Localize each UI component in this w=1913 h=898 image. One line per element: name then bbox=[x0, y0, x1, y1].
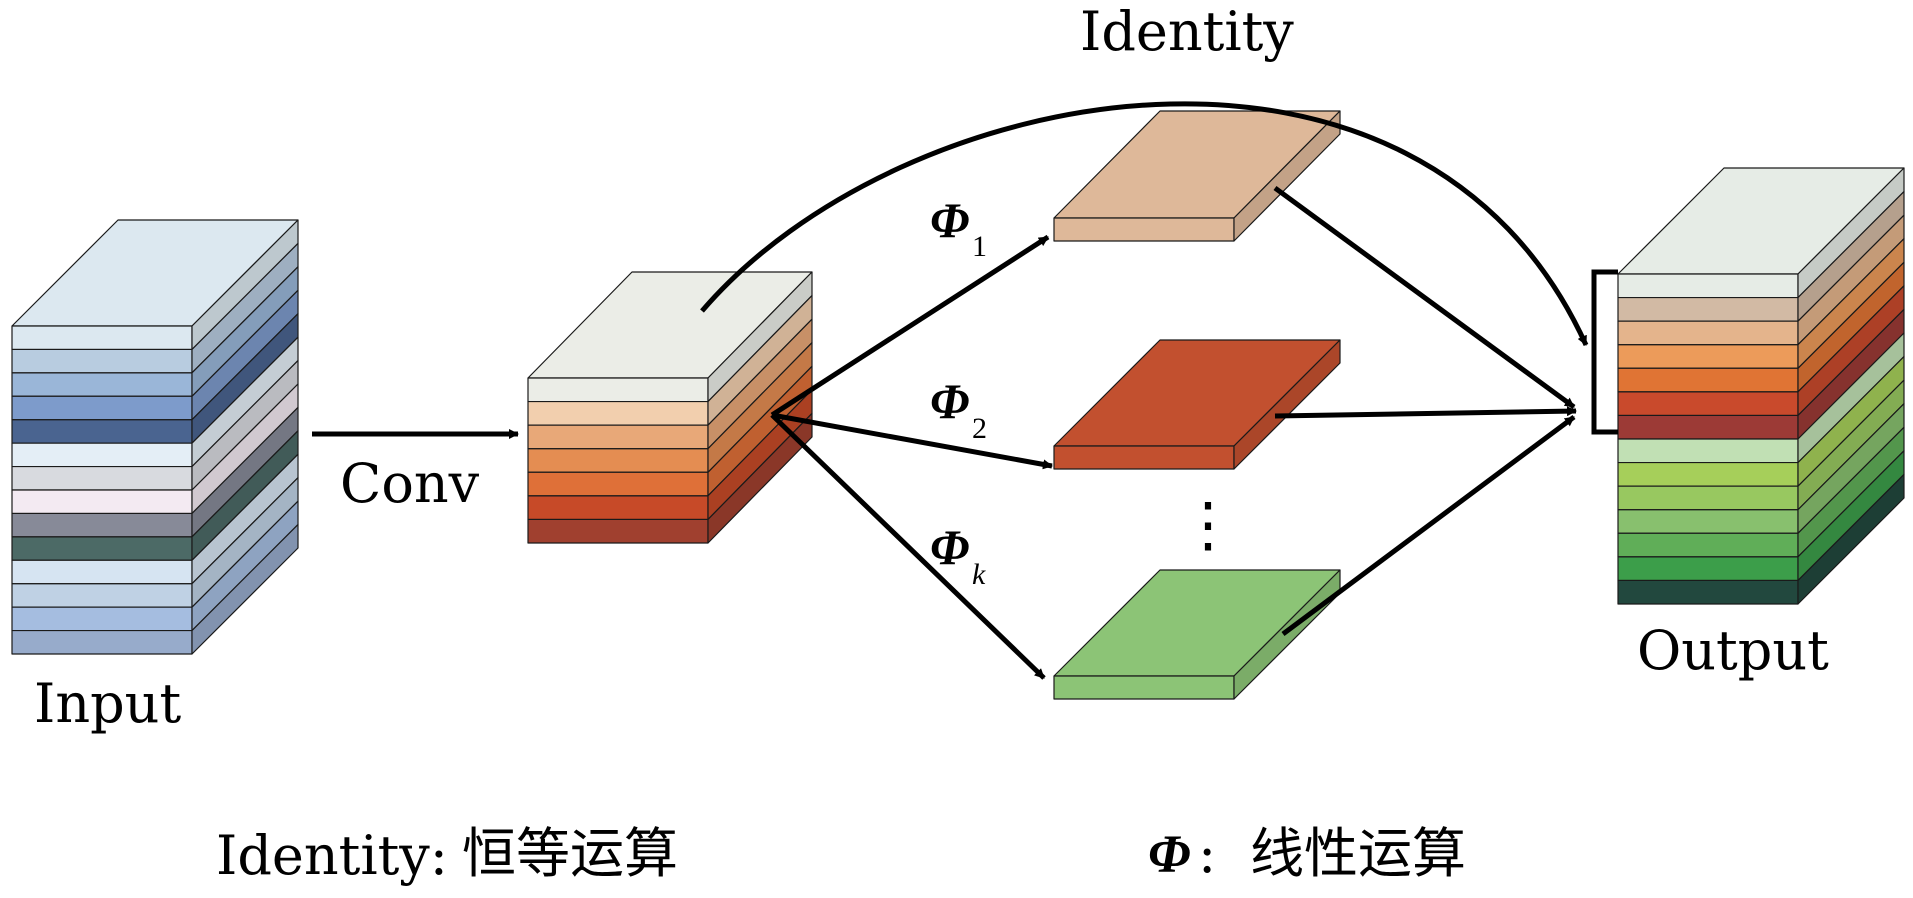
phi1-map-side-face bbox=[1233, 110, 1341, 242]
phi1-label: Φ 1 bbox=[930, 192, 987, 263]
output-feature-block bbox=[1617, 167, 1905, 605]
legend-identity-desc: 恒等运算 bbox=[462, 822, 678, 885]
phi1-arrow bbox=[770, 234, 1050, 418]
input-layer-front bbox=[11, 583, 193, 608]
intrinsic-feature-block bbox=[527, 271, 813, 544]
intrinsic-layer-front bbox=[527, 448, 709, 473]
input-layer-front bbox=[11, 559, 193, 585]
output-layer-front bbox=[1617, 532, 1799, 558]
input-layer-side bbox=[191, 523, 299, 655]
input-layer-front bbox=[11, 442, 193, 468]
output-layer-front bbox=[1617, 391, 1799, 417]
phi2-symbol: Φ bbox=[930, 373, 969, 429]
output-layer-front bbox=[1617, 367, 1799, 393]
output-layer-front bbox=[1617, 414, 1799, 440]
legend: Identity: 恒等运算 Φ : 线性运算 bbox=[216, 822, 1466, 887]
phik-label: Φ k bbox=[930, 519, 986, 591]
input-layer-front bbox=[11, 419, 193, 444]
concat-bracket bbox=[1591, 269, 1618, 435]
output-layer-front bbox=[1617, 579, 1799, 605]
phi2-map-side-face bbox=[1233, 339, 1341, 470]
arrows bbox=[312, 101, 1589, 680]
output-layer-front bbox=[1617, 509, 1799, 534]
input-layer-front bbox=[11, 606, 193, 632]
output-layer-front bbox=[1617, 320, 1799, 346]
phi1-symbol: Φ bbox=[930, 192, 969, 248]
phi2-label: Φ 2 bbox=[930, 373, 987, 445]
legend-identity-term: Identity: bbox=[216, 824, 448, 887]
input-layer-front bbox=[11, 372, 193, 397]
intrinsic-layer-front bbox=[527, 400, 709, 426]
input-label: Input bbox=[34, 672, 181, 735]
phi2-subscript: 2 bbox=[972, 412, 987, 445]
output-layer-front bbox=[1617, 485, 1799, 511]
legend-phi-desc: 线性运算 bbox=[1250, 822, 1466, 885]
input-feature-block bbox=[11, 219, 299, 655]
fk-to-output-arrow bbox=[1281, 414, 1576, 637]
intrinsic-layer-side bbox=[707, 412, 813, 544]
output-layer-front bbox=[1617, 461, 1799, 487]
input-layer-front bbox=[11, 395, 193, 421]
phik-symbol: Φ bbox=[930, 519, 969, 575]
f2-to-output-arrow bbox=[1274, 406, 1577, 419]
intrinsic-layer-front bbox=[527, 471, 709, 497]
phik-subscript: k bbox=[972, 558, 986, 591]
input-layer-front bbox=[11, 489, 193, 515]
identity-top-label: Identity bbox=[1080, 0, 1294, 63]
phi2-arrow bbox=[771, 412, 1053, 470]
intrinsic-layer-front bbox=[527, 424, 709, 450]
input-layer-front bbox=[11, 512, 193, 538]
phik-map-front-face bbox=[1053, 675, 1235, 700]
phik-arrow bbox=[770, 413, 1046, 680]
output-layer-front bbox=[1617, 344, 1799, 369]
phi1-subscript: 1 bbox=[972, 230, 987, 263]
input-layer-front bbox=[11, 465, 193, 491]
conv-label: Conv bbox=[340, 452, 480, 515]
output-layer-front bbox=[1617, 296, 1799, 322]
output-layer-front bbox=[1617, 273, 1799, 299]
vertical-ellipsis: ⋮ bbox=[1178, 490, 1238, 560]
phik-feature-map bbox=[1053, 569, 1341, 700]
input-layer-front bbox=[11, 325, 193, 351]
phi2-feature-map bbox=[1053, 339, 1341, 470]
output-layer-front bbox=[1617, 438, 1799, 464]
input-layer-front bbox=[11, 629, 193, 655]
f1-to-output-arrow bbox=[1273, 185, 1576, 410]
legend-phi-colon: : bbox=[1198, 822, 1216, 885]
phi2-map-front-face bbox=[1053, 445, 1235, 470]
intrinsic-layer-front bbox=[527, 495, 709, 521]
input-layer-front bbox=[11, 348, 193, 374]
output-layer-front bbox=[1617, 556, 1799, 582]
input-layer-front bbox=[11, 536, 193, 561]
intrinsic-layer-front bbox=[527, 518, 709, 544]
legend-phi-symbol: Φ bbox=[1148, 824, 1191, 884]
identity-curve-arrow bbox=[700, 101, 1589, 347]
phi1-map-front-face bbox=[1053, 217, 1235, 242]
output-layer-side bbox=[1797, 473, 1905, 605]
output-label: Output bbox=[1637, 619, 1829, 682]
intrinsic-layer-front bbox=[527, 377, 709, 403]
phi1-feature-map bbox=[1053, 110, 1341, 242]
